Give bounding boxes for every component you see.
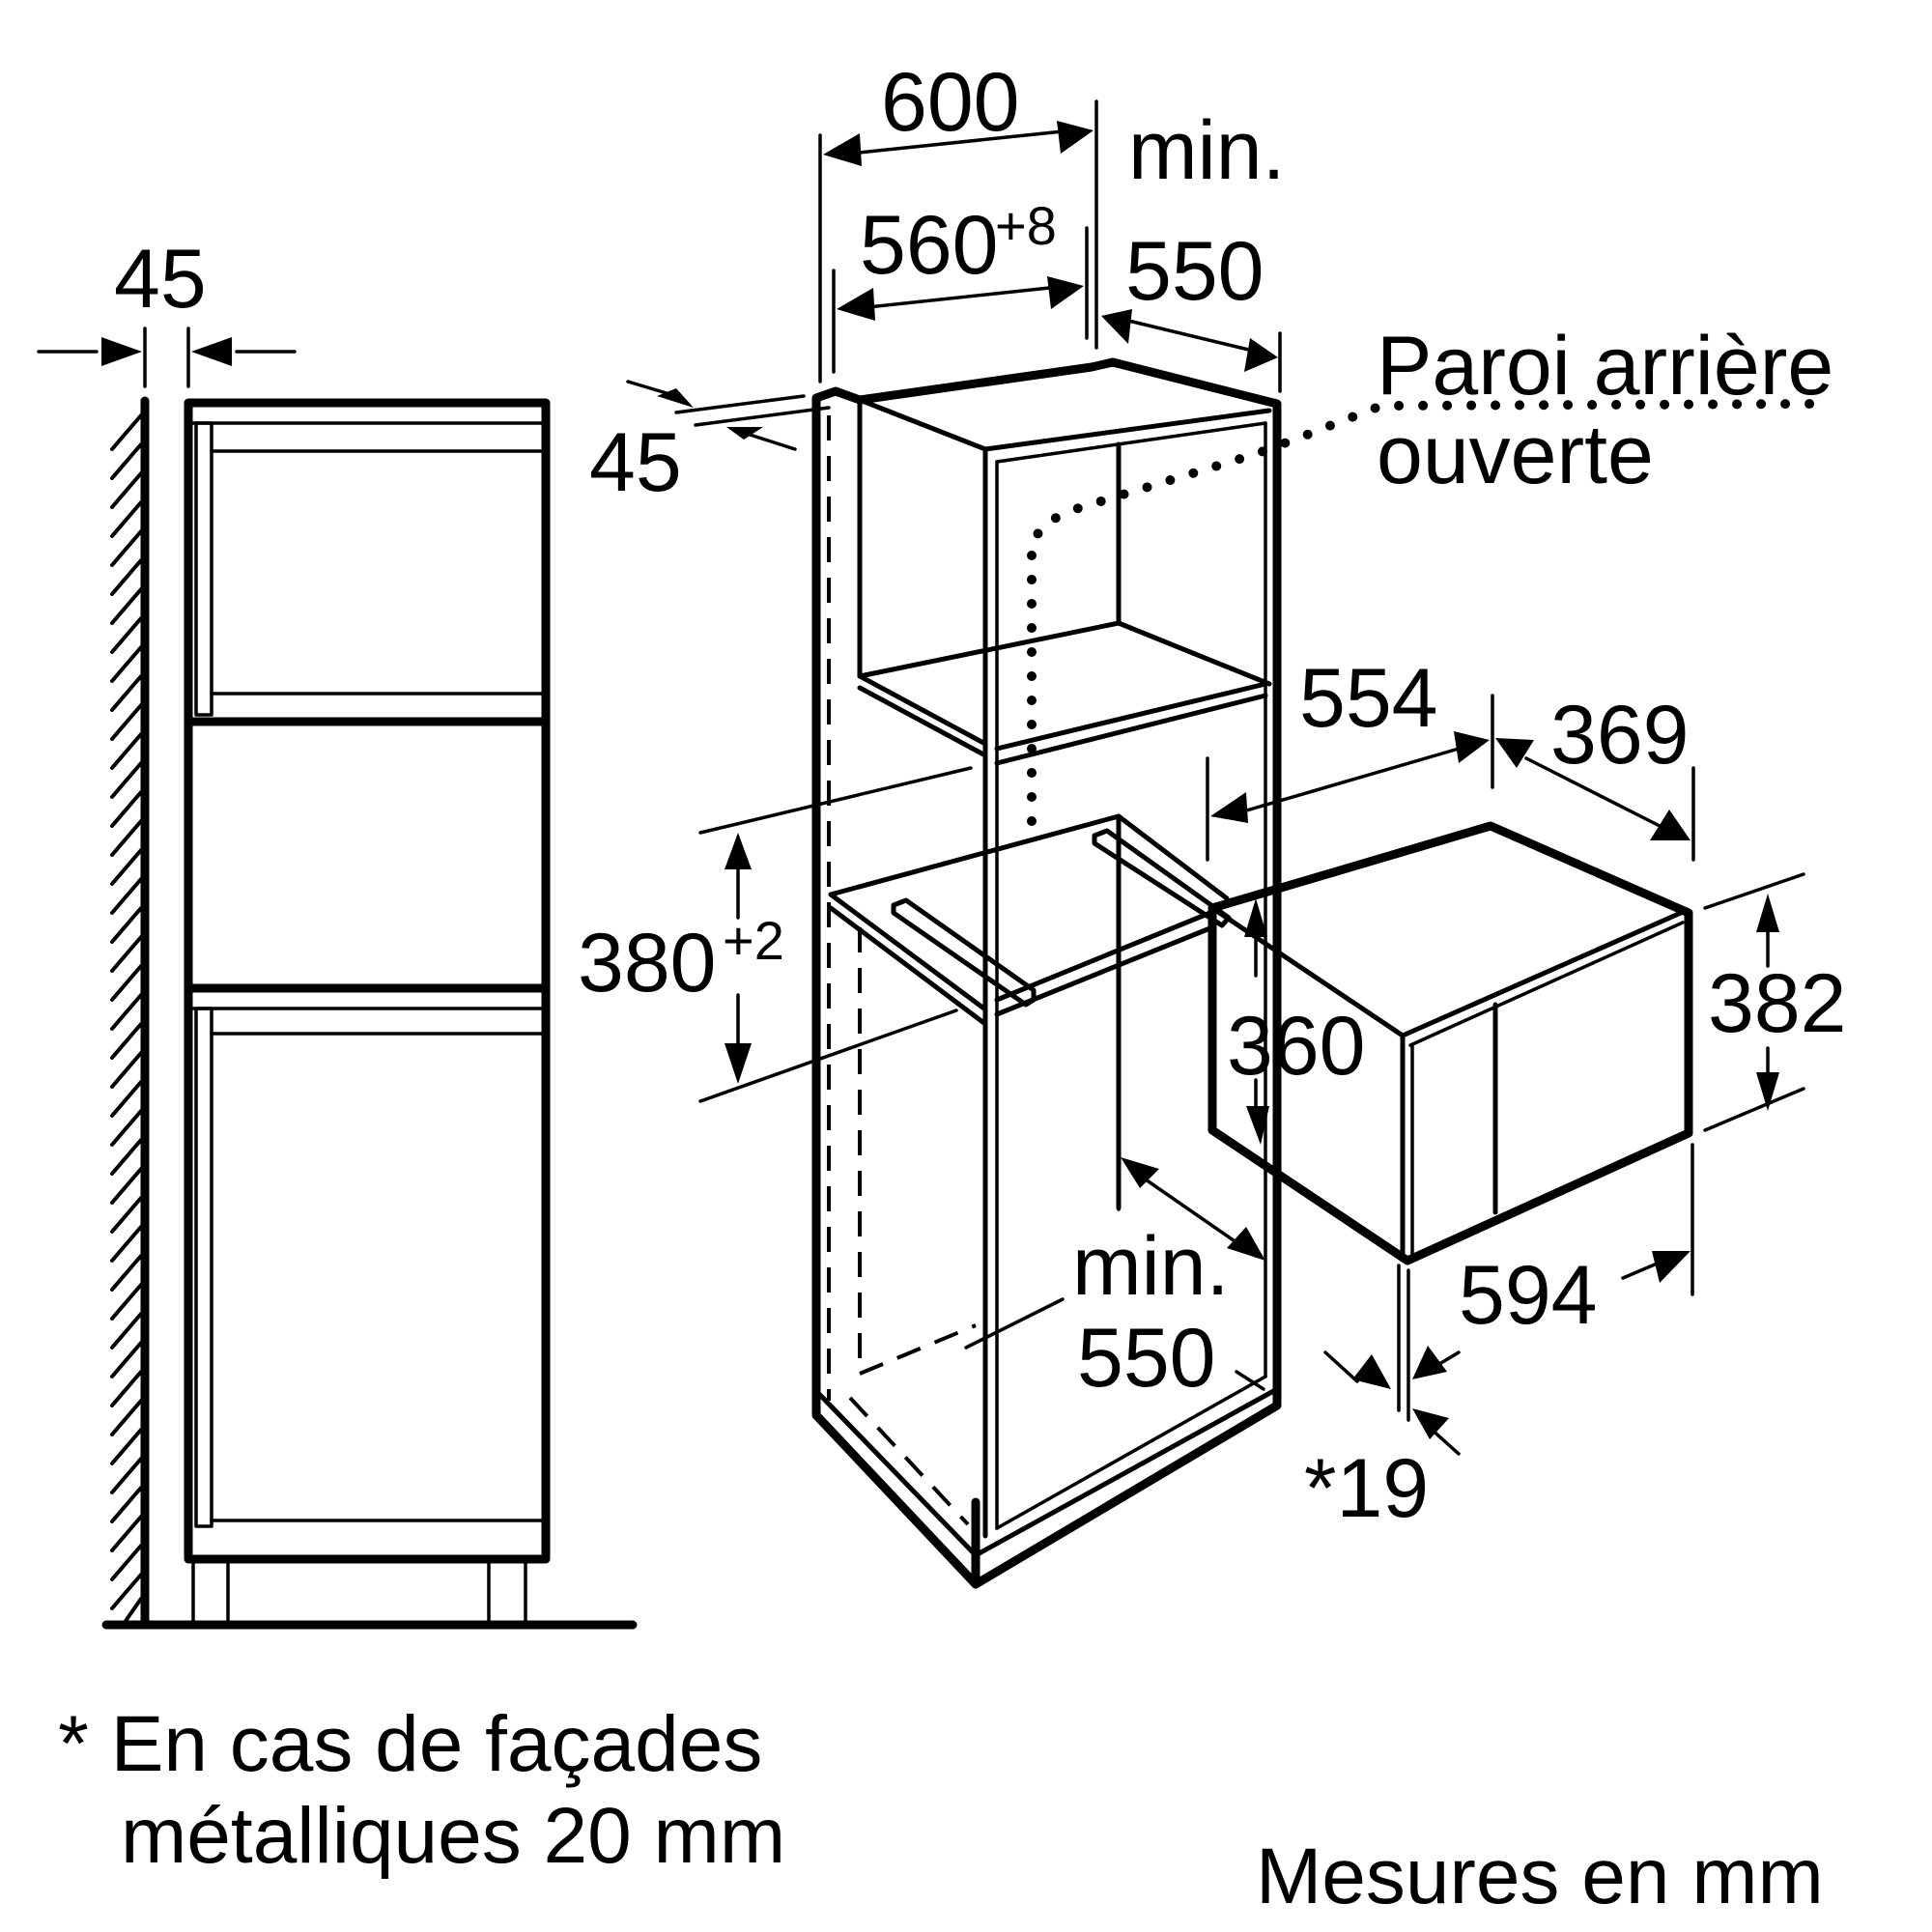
appliance-front-height-label: 382 — [1708, 957, 1847, 1050]
upper-shelf — [857, 620, 1272, 766]
units-note: Mesures en mm — [1256, 1833, 1824, 1920]
niche-floor-shelf — [828, 813, 1232, 1027]
dimension-360: 360 — [1227, 898, 1366, 1145]
dimension-560: 560 +8 — [832, 195, 1089, 374]
front-offset-19-label: *19 — [1304, 1442, 1429, 1535]
dimension-45-front: 45 — [589, 380, 831, 509]
shelf-rail-right — [1092, 828, 1232, 928]
cabinet-outline — [811, 357, 1282, 1589]
depth-top-min-label: min. — [1128, 104, 1285, 197]
lower-door — [191, 1007, 543, 1528]
side-elevation-view: 45 — [37, 233, 638, 1630]
dimension-600: 600 — [818, 56, 1098, 384]
upper-door — [191, 421, 543, 717]
dimension-382: 382 — [1703, 872, 1847, 1132]
niche-width-label: 560 — [860, 199, 999, 292]
depth-bottom-value: 550 — [1077, 1312, 1216, 1405]
dimension-19: *19 — [1304, 1264, 1461, 1535]
dimension-594: 594 — [1459, 1143, 1694, 1342]
niche-width-tolerance: +8 — [995, 195, 1057, 256]
isometric-cabinet-view: 600 560 +8 min. 550 — [578, 56, 1833, 1589]
cabinet-width-label: 600 — [881, 56, 1020, 149]
dimension-554: 554 — [1206, 652, 1494, 862]
dimension-45-wall-gap: 45 — [37, 233, 297, 388]
shelf-rail-left — [891, 897, 1037, 1008]
appliance-width-label: 594 — [1459, 1249, 1598, 1342]
appliance-depth-label: 554 — [1299, 652, 1438, 745]
footnote-line1: * En cas de façades — [58, 1700, 762, 1788]
dimension-min-550-top: min. 550 — [1101, 104, 1285, 393]
tall-cabinet-side — [184, 398, 551, 1564]
depth-bottom-min-label: min. — [1072, 1220, 1229, 1313]
gap-dimension-label: 45 — [114, 233, 207, 326]
appliance-top-front-edge — [1209, 905, 1406, 1038]
niche-height-label: 380 — [578, 917, 717, 1009]
footnote-line2: métalliques 20 mm — [121, 1792, 785, 1880]
appliance-body-height-label: 360 — [1227, 1000, 1366, 1093]
dimension-380: 380 +2 — [578, 766, 973, 1103]
dimension-369: 369 — [1495, 689, 1695, 862]
appliance-side-depth-label: 369 — [1550, 689, 1690, 781]
rear-wall-label-line2: ouverte — [1377, 409, 1654, 501]
plinth-legs — [191, 1561, 527, 1627]
depth-top-value: 550 — [1125, 225, 1264, 318]
microwave-appliance: 554 369 382 360 — [1206, 652, 1847, 1535]
rear-wall-label-line1: Paroi arrière — [1377, 320, 1833, 412]
appliance-outline — [1208, 821, 1693, 1265]
dimension-min-550-bottom: min. 550 — [964, 1051, 1265, 1405]
niche-height-tolerance: +2 — [723, 910, 784, 971]
front-offset-label: 45 — [589, 416, 682, 509]
wall-hatching — [110, 413, 143, 1623]
